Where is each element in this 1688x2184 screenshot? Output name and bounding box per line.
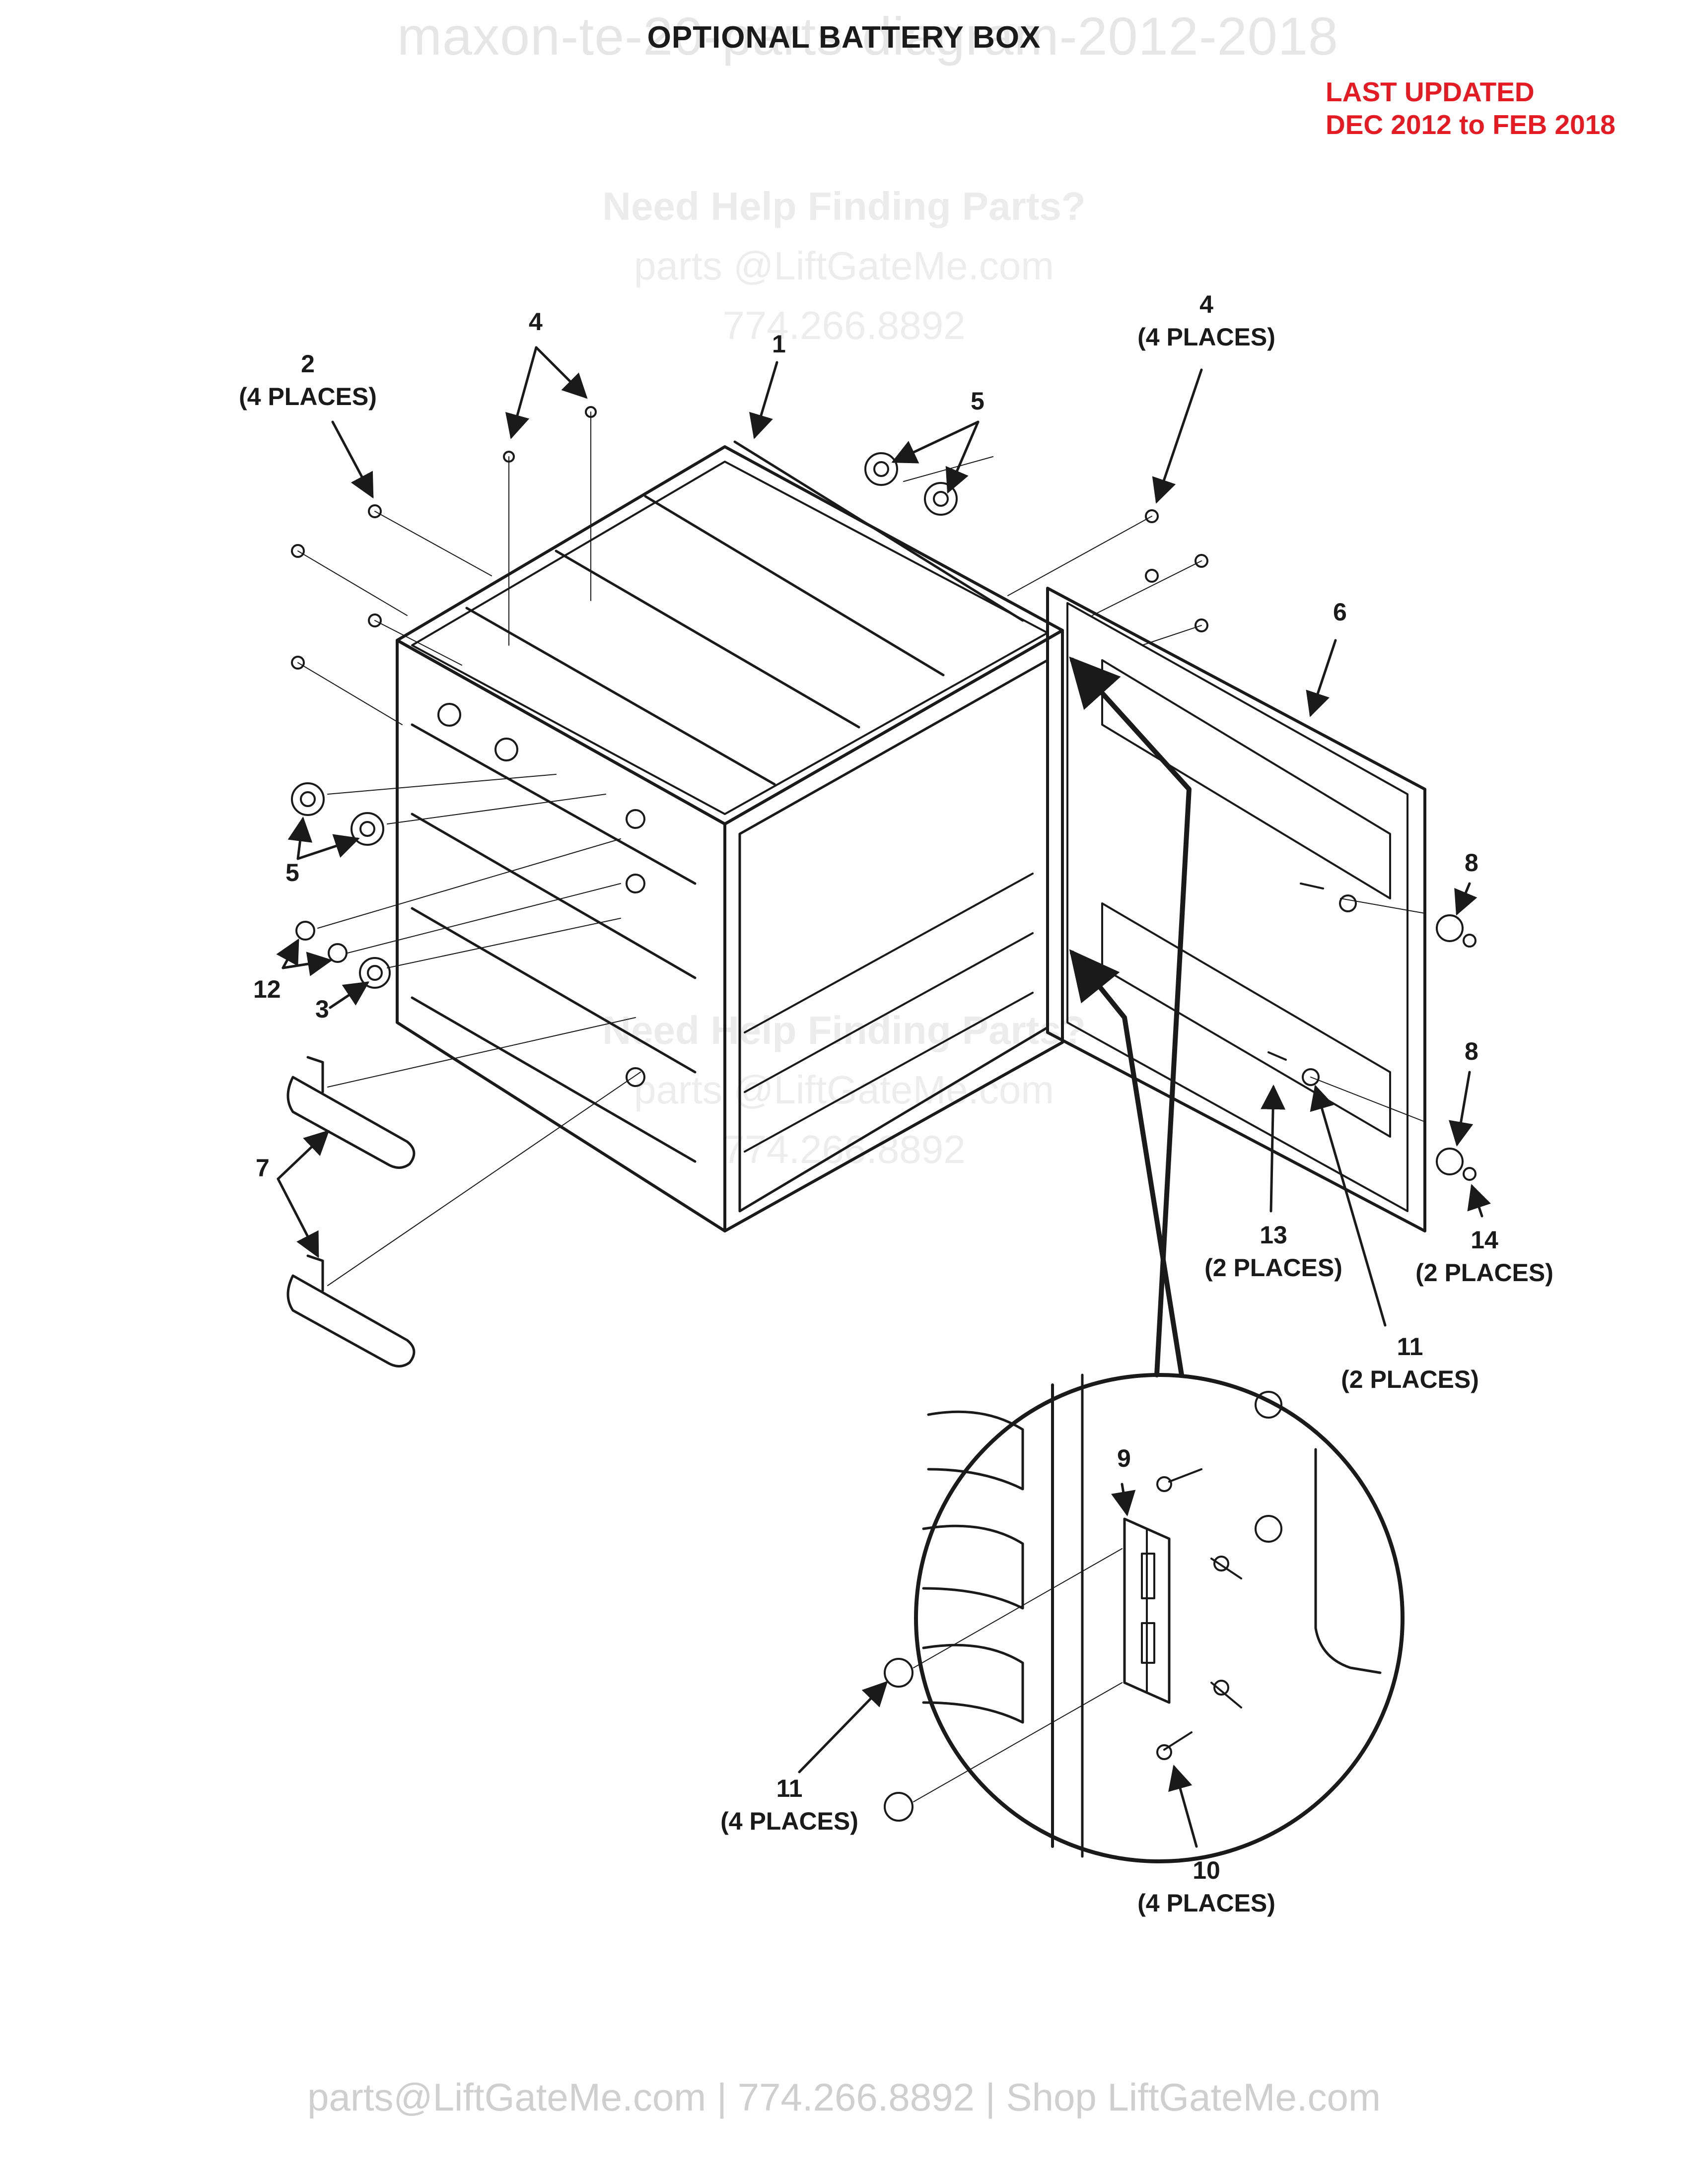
callout-number: 14 [1471,1226,1498,1254]
callout-number: 8 [1465,849,1478,877]
callout-6: 6 [1333,596,1347,628]
callout-14: 14 (2 PLACES) [1405,1224,1564,1289]
callout-qty: (2 PLACES) [1415,1259,1553,1287]
callout-2: 2 (4 PLACES) [228,347,387,413]
last-updated-line1: LAST UPDATED [1326,76,1535,107]
callout-number: 3 [315,995,329,1023]
callout-12: 12 [253,973,281,1006]
footer-contact: parts@LiftGateMe.com | 774.266.8892 | Sh… [307,2075,1381,2119]
callout-number: 1 [772,330,786,358]
callout-number: 11 [776,1774,803,1802]
callout-5-left: 5 [285,856,299,889]
callout-number: 6 [1333,598,1347,626]
last-updated-line2: DEC 2012 to FEB 2018 [1326,109,1616,140]
callout-7: 7 [256,1152,270,1184]
callout-number: 7 [256,1154,270,1182]
last-updated-note: LAST UPDATED DEC 2012 to FEB 2018 [1326,75,1616,141]
callout-4-top: 4 [529,305,543,338]
battery-box-body [396,440,1064,1232]
callout-number: 5 [971,387,985,415]
callout-number: 4 [1199,290,1213,318]
callout-10: 10 (4 PLACES) [1127,1854,1286,1919]
latch-parts [286,1056,416,1367]
callout-number: 5 [285,859,299,887]
watermark-help-phone: 774.266.8892 [722,303,966,347]
page-title: OPTIONAL BATTERY BOX [647,20,1041,55]
callout-11-hinge: 11 (4 PLACES) [710,1772,869,1838]
callout-qty: (2 PLACES) [1204,1254,1342,1282]
callout-8-upper: 8 [1465,846,1478,879]
battery-box-door [1046,587,1426,1232]
watermark-help-email: parts @LiftGateMe.com [634,244,1054,288]
callout-number: 13 [1260,1221,1287,1249]
hardware-small-parts [291,406,1477,1181]
callout-number: 4 [529,308,543,336]
callout-number: 2 [301,350,315,378]
callout-8-lower: 8 [1465,1035,1478,1068]
watermark-help-email-2: parts @LiftGateMe.com [634,1068,1054,1112]
alignment-lines [297,411,1425,1286]
detail-pointer-lines [1069,656,1192,1377]
callout-4-right: 4 (4 PLACES) [1127,288,1286,353]
callout-3: 3 [315,993,329,1025]
callout-qty: (4 PLACES) [239,383,377,410]
callout-5-top: 5 [971,385,985,417]
watermark-help-title-2: Need Help Finding Parts? [602,1008,1086,1052]
callout-number: 8 [1465,1037,1478,1065]
callout-qty: (4 PLACES) [1137,1889,1275,1917]
callout-11-door: 11 (2 PLACES) [1331,1330,1489,1396]
callout-qty: (2 PLACES) [1341,1365,1479,1393]
callout-13: 13 (2 PLACES) [1194,1219,1353,1284]
callout-qty: (4 PLACES) [720,1807,858,1835]
callout-9: 9 [1117,1442,1131,1475]
watermark-help-title: Need Help Finding Parts? [602,184,1086,228]
callout-number: 10 [1193,1856,1220,1884]
callout-number: 11 [1397,1333,1423,1361]
callout-1: 1 [772,328,786,360]
callout-leaders [276,346,1491,1848]
watermark-top: maxon-te-20-parts-diagram-2012-2018 [397,6,1338,66]
detail-view [884,1373,1405,1863]
callout-number: 9 [1117,1444,1131,1472]
callout-number: 12 [253,975,281,1003]
callout-qty: (4 PLACES) [1137,323,1275,351]
